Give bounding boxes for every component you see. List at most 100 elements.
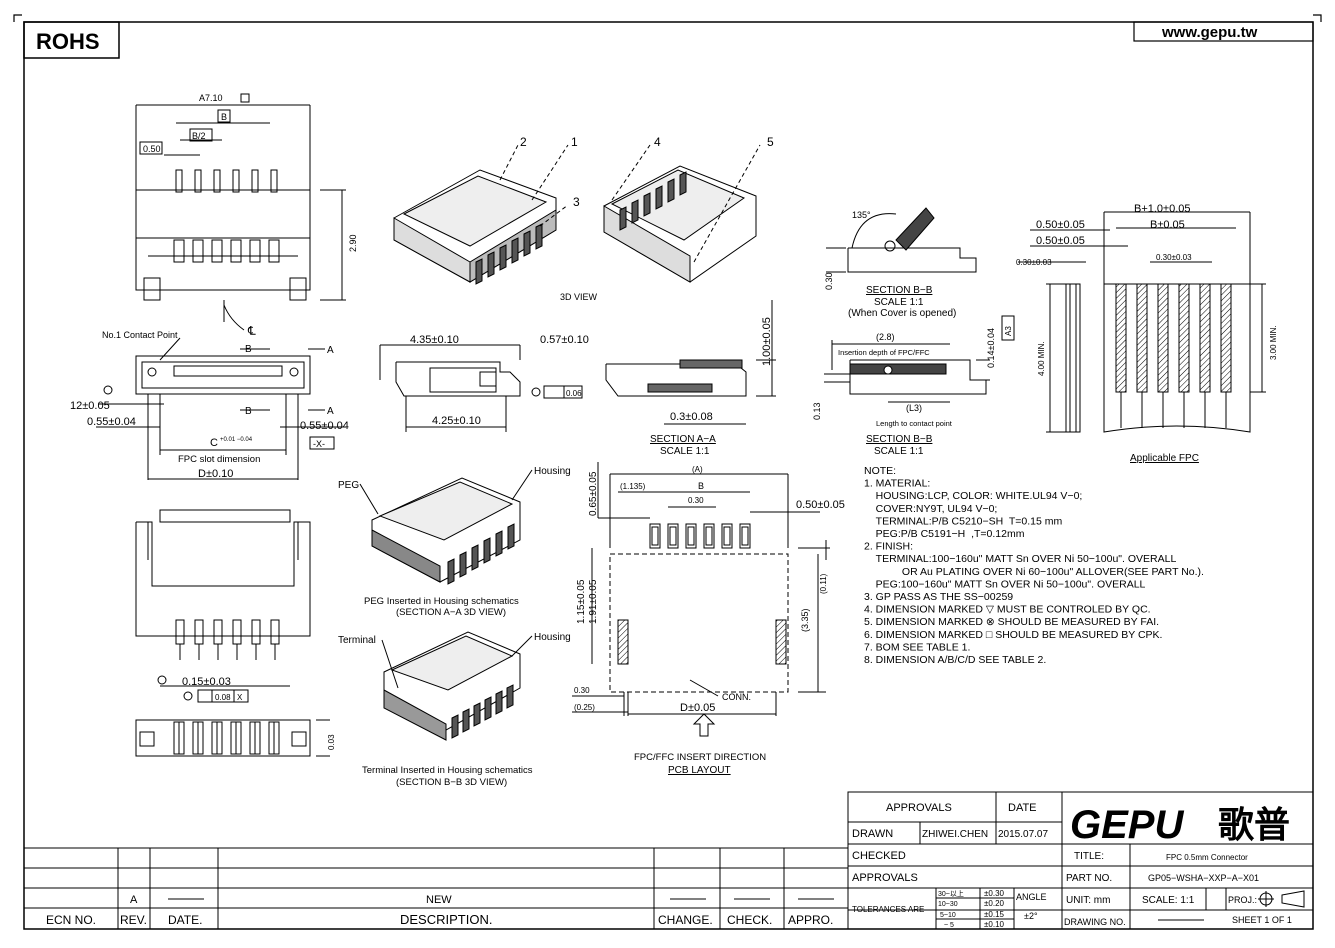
- iso-pin: [462, 708, 470, 733]
- svg-text:NEW: NEW: [426, 894, 452, 906]
- svg-text:TITLE:: TITLE:: [1074, 851, 1104, 862]
- side-pin: [175, 619, 185, 645]
- svg-text:A: A: [327, 345, 334, 356]
- svg-text:(L3): (L3): [906, 403, 922, 413]
- iso-pin: [484, 696, 492, 721]
- applicable-fpc: [1018, 211, 1266, 433]
- svg-text:1.00±0.05: 1.00±0.05: [761, 317, 773, 366]
- svg-text:2: 2: [520, 135, 527, 149]
- svg-text:1.15±0.05: 1.15±0.05: [576, 579, 587, 624]
- svg-text:www.gepu.tw: www.gepu.tw: [1161, 24, 1258, 41]
- svg-text:30~以上: 30~以上: [938, 889, 964, 898]
- svg-text:TOLERANCES ARE: TOLERANCES ARE: [852, 905, 924, 914]
- iso-pin: [507, 523, 515, 550]
- revision-block: [24, 847, 848, 929]
- svg-text:3.00 MIN.: 3.00 MIN.: [1269, 325, 1278, 360]
- iso-pin: [679, 171, 687, 196]
- svg-text:Terminal: Terminal: [338, 635, 376, 646]
- svg-text:PCB LAYOUT: PCB LAYOUT: [668, 765, 731, 776]
- svg-text:APPROVALS: APPROVALS: [852, 872, 918, 884]
- svg-text:CHECKED: CHECKED: [852, 850, 906, 862]
- svg-text:SCALE 1:1: SCALE 1:1: [874, 297, 924, 308]
- note-line: TERMINAL:P/B C5210−SH T=0.15 mm: [864, 515, 1062, 527]
- svg-text:B+1.0±0.05: B+1.0±0.05: [1134, 203, 1191, 215]
- iso-pin: [619, 206, 627, 231]
- svg-text:0.30±0.03: 0.30±0.03: [1016, 258, 1052, 267]
- title-block: [847, 791, 1314, 930]
- top-pin: [251, 169, 259, 193]
- svg-text:A7.10: A7.10: [199, 93, 223, 103]
- bottom-view: [135, 719, 330, 757]
- note-line: 3. GP PASS AS THE SS−00259: [864, 591, 1013, 603]
- svg-text:B: B: [245, 406, 252, 417]
- svg-text:(SECTION A−A 3D VIEW): (SECTION A−A 3D VIEW): [396, 607, 506, 618]
- note-line: 8. DIMENSION A/B/C/D SEE TABLE 2.: [864, 654, 1046, 666]
- gepu-logo-cn: 歌普: [1218, 804, 1290, 845]
- svg-text:+0.01 −0.04: +0.01 −0.04: [220, 437, 253, 443]
- svg-text:0.30: 0.30: [824, 272, 834, 290]
- svg-text:PROJ.:: PROJ.:: [1228, 895, 1257, 905]
- side-pin: [270, 619, 280, 645]
- svg-text:4.00 MIN.: 4.00 MIN.: [1037, 341, 1046, 376]
- side-view-dims: 0.15±0.03 0.08 X: [157, 675, 249, 703]
- svg-text:℄: ℄: [247, 324, 256, 338]
- svg-text:PEG Inserted in Housing schema: PEG Inserted in Housing schematics: [364, 596, 519, 607]
- pcb-pad-inner: [741, 526, 749, 546]
- peg-iso-pins: [447, 523, 515, 585]
- fpc-finger: [1115, 283, 1127, 393]
- iso-pin: [499, 244, 507, 271]
- svg-text:±0.20: ±0.20: [984, 899, 1005, 908]
- revision-block-text: A NEW ECN NO. REV. DATE. DESCRIPTION. CH…: [46, 894, 833, 927]
- svg-text:ROHS: ROHS: [36, 29, 100, 54]
- top-contact: [249, 239, 261, 263]
- pcb-pad: [649, 523, 661, 549]
- peg-iso-labels: PEG Housing PEG Inserted in Housing sche…: [338, 466, 571, 618]
- top-view-pins: [173, 169, 280, 263]
- top-pin: [213, 169, 221, 193]
- pcb-pad: [739, 523, 751, 549]
- pcb-pads: [649, 523, 751, 549]
- side-pin: [194, 619, 204, 645]
- svg-text:0.30: 0.30: [688, 496, 704, 505]
- note-line: 7. BOM SEE TABLE 1.: [864, 641, 970, 653]
- fpc-finger: [1199, 283, 1211, 393]
- iso-pin: [495, 530, 503, 557]
- iso-connector-1-pins: [475, 223, 543, 285]
- svg-text:SCALE 1:1: SCALE 1:1: [874, 446, 924, 457]
- terminal-iso-labels: Terminal Housing Terminal Inserted in Ho…: [338, 632, 571, 788]
- svg-text:Terminal Inserted in Housing s: Terminal Inserted in Housing schematics: [362, 765, 533, 776]
- svg-text:2.90: 2.90: [348, 234, 358, 252]
- svg-text:B: B: [245, 344, 252, 355]
- iso-pin: [447, 558, 455, 585]
- svg-text:4.35±0.10: 4.35±0.10: [410, 334, 459, 346]
- applicable-fpc-dims: B+1.0±0.05 0.50±0.05 B±0.05 0.50±0.05 0.…: [1016, 203, 1278, 464]
- svg-text:4.25±0.10: 4.25±0.10: [432, 415, 481, 427]
- peg-iso: [371, 477, 521, 583]
- svg-text:5: 5: [767, 135, 774, 149]
- svg-text:(0.11): (0.11): [819, 573, 828, 594]
- svg-text:PEG: PEG: [338, 480, 359, 491]
- svg-text:SHEET 1 OF 1: SHEET 1 OF 1: [1232, 915, 1292, 925]
- iso-pin: [487, 251, 495, 278]
- svg-text:Housing: Housing: [534, 632, 571, 643]
- side-view: [135, 509, 311, 687]
- section-bb-open-dims: 135° 0.30 SECTION B−B SCALE 1:1 (When Co…: [824, 210, 956, 319]
- top-contact: [230, 239, 242, 263]
- fpc-finger: [1178, 283, 1190, 393]
- pcb-pad: [703, 523, 715, 549]
- svg-text:0.50: 0.50: [143, 144, 161, 154]
- iso-pin: [495, 690, 503, 715]
- svg-text:CHECK.: CHECK.: [727, 913, 772, 927]
- svg-text:SECTION A−A: SECTION A−A: [650, 434, 716, 445]
- svg-text:CONN.: CONN.: [722, 692, 751, 702]
- pcb-pad-inner: [687, 526, 695, 546]
- svg-text:SECTION B−B: SECTION B−B: [866, 434, 933, 445]
- svg-text:FPC 0.5mm Connector: FPC 0.5mm Connector: [1166, 853, 1248, 862]
- top-pin: [175, 169, 183, 193]
- svg-text:0.57±0.10: 0.57±0.10: [540, 334, 589, 346]
- svg-text:FPC/FFC INSERT DIRECTION: FPC/FFC INSERT DIRECTION: [634, 752, 766, 763]
- side-pin: [232, 619, 242, 645]
- pcb-layout: [572, 462, 830, 737]
- svg-text:B/2: B/2: [192, 131, 206, 141]
